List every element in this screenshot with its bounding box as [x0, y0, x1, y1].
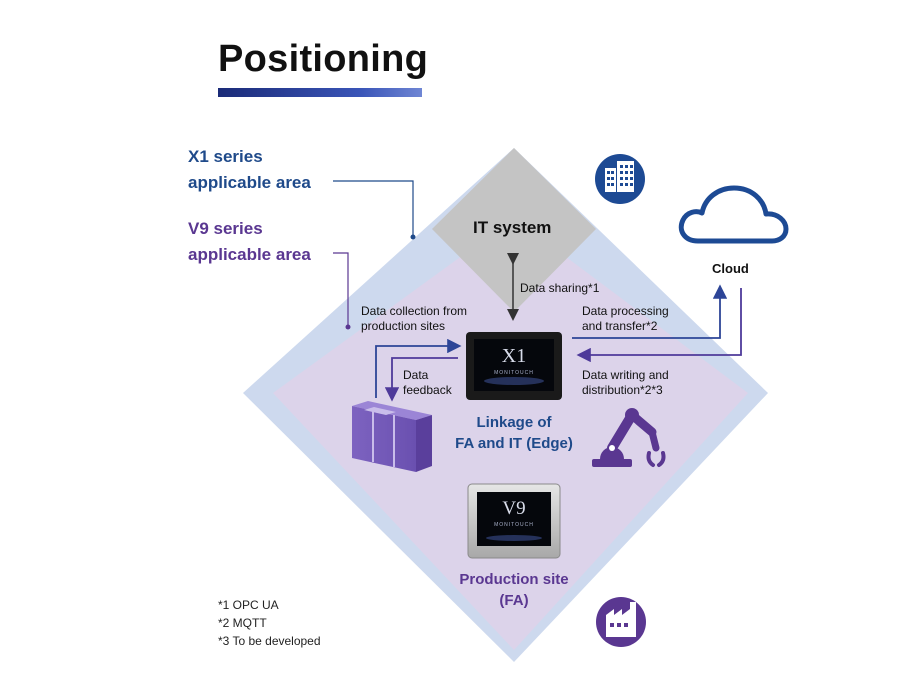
- boxes-icon: [352, 401, 432, 472]
- v9-device: [467, 483, 561, 559]
- data-sharing-label: Data sharing*1: [520, 281, 600, 295]
- page-title: Positioning: [218, 38, 429, 80]
- data-collection-label: Data collection from production sites: [361, 304, 467, 334]
- production-line1: Production site: [459, 571, 569, 588]
- footnotes: *1 OPC UA *2 MQTT *3 To be developed: [218, 596, 321, 650]
- linkage-line2: FA and IT (Edge): [455, 435, 573, 452]
- data-processing-label: Data processing and transfer*2: [582, 304, 669, 334]
- v9-area-label-line1: V9 series: [188, 219, 263, 238]
- data-writing-arrow: [576, 288, 742, 363]
- data-processing-arrow: [572, 284, 728, 339]
- cloud-label: Cloud: [712, 261, 749, 276]
- v9-area-label: V9 series applicable area: [188, 216, 311, 268]
- it-system-diamond: [432, 148, 596, 312]
- data-feedback-arrow: [384, 357, 458, 402]
- v9-leader-line: [333, 252, 349, 327]
- data-writing-label: Data writing and distribution*2*3: [582, 368, 669, 398]
- robot-arm-icon: [592, 408, 666, 467]
- v9-area-diamond: [273, 218, 748, 650]
- v9-screen-brand: MONITOUCH: [494, 522, 534, 528]
- linkage-label: Linkage of FA and IT (Edge): [434, 412, 594, 454]
- data-collection-line1: Data collection from: [361, 304, 468, 318]
- production-line2: (FA): [499, 592, 529, 609]
- x1-device: [466, 332, 562, 400]
- linkage-line1: Linkage of: [476, 414, 552, 431]
- title-underline: [218, 88, 422, 97]
- footnote-2: *2 MQTT: [218, 616, 267, 630]
- data-collection-line2: production sites: [361, 319, 446, 333]
- cloud-icon: [678, 185, 789, 244]
- x1-leader-line: [333, 180, 414, 237]
- data-writing-line2: distribution*2*3: [582, 383, 663, 397]
- x1-leader-dot: [410, 234, 416, 240]
- x1-screen-model: X1: [501, 345, 527, 367]
- x1-screen-brand: MONITOUCH: [494, 370, 534, 376]
- x1-area-label-line1: X1 series: [188, 147, 263, 166]
- data-feedback-line2: feedback: [403, 383, 452, 397]
- factory-icon: [596, 597, 646, 647]
- data-processing-line1: Data processing: [582, 304, 669, 318]
- v9-leader-dot: [345, 324, 351, 330]
- data-writing-line1: Data writing and: [582, 368, 669, 382]
- data-processing-line2: and transfer*2: [582, 319, 658, 333]
- footnote-3: *3 To be developed: [218, 634, 321, 648]
- x1-area-label-line2: applicable area: [188, 173, 311, 192]
- building-icon: [595, 154, 645, 204]
- v9-area-label-line2: applicable area: [188, 245, 311, 264]
- footnote-1: *1 OPC UA: [218, 598, 279, 612]
- production-label: Production site (FA): [434, 569, 594, 611]
- data-feedback-label: Data feedback: [403, 368, 452, 398]
- x1-area-label: X1 series applicable area: [188, 144, 311, 196]
- data-feedback-line1: Data: [403, 368, 429, 382]
- it-system-label: IT system: [473, 218, 552, 237]
- data-collection-arrow: [375, 338, 462, 398]
- v9-screen-model: V9: [502, 498, 526, 519]
